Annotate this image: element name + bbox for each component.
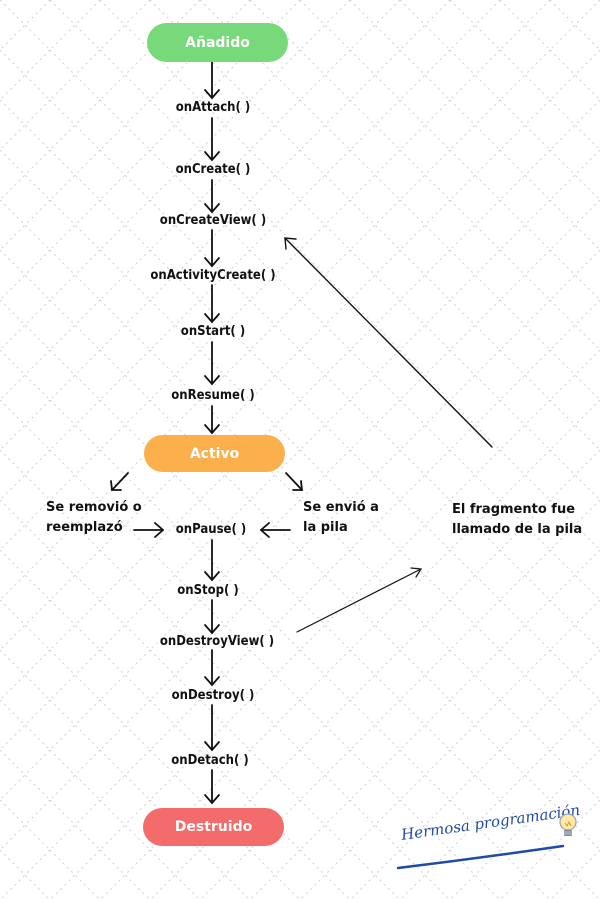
note-returned-line2: llamado de la pila <box>452 522 583 537</box>
lightbulb-icon <box>559 813 577 836</box>
state-destroyed: Destruido <box>143 808 284 846</box>
arrow-ondestroyview-to-ondestroy <box>204 649 220 687</box>
arrow-active-to-backstack <box>285 472 304 491</box>
note-removed-line1: Se removió o <box>46 500 142 515</box>
brand-underline <box>396 844 565 870</box>
state-added: Añadido <box>147 23 288 62</box>
note-returned: El fragmento fue llamado de la pila <box>452 500 582 540</box>
arrow-onactivitycreate-to-onstart <box>204 284 220 324</box>
arrow-onresume-to-active <box>204 405 220 435</box>
step-ondestroyview: onDestroyView( ) <box>159 634 275 649</box>
step-onresume: onResume( ) <box>171 388 255 403</box>
arrow-oncreateview-to-onactivitycreate <box>204 229 220 268</box>
arrow-ondetach-to-destroyed <box>204 769 220 805</box>
step-onstop: onStop( ) <box>177 583 239 598</box>
arrow-active-to-removed <box>110 472 129 491</box>
note-returned-line1: El fragmento fue <box>452 502 576 517</box>
note-backstack: Se envió a la pila <box>303 498 379 538</box>
arrow-backstack-to-onpause <box>259 522 291 538</box>
step-onattach: onAttach( ) <box>175 100 251 115</box>
arrow-returned-note-to-oncreateview <box>284 237 493 448</box>
arrow-removed-to-onpause <box>133 522 165 538</box>
note-removed-line2: reemplazó <box>46 520 123 535</box>
arrow-added-to-onattach <box>204 61 220 100</box>
arrow-ondestroyview-to-returned-note <box>296 567 423 633</box>
arrow-onstop-to-ondestroyview <box>204 599 220 635</box>
step-onpause: onPause( ) <box>175 522 247 537</box>
step-onstart: onStart( ) <box>180 324 246 339</box>
flow-arrows <box>110 61 493 805</box>
note-removed: Se removió o reemplazó <box>46 498 142 538</box>
arrow-onpause-to-onstop <box>204 539 220 582</box>
state-active: Activo <box>144 435 285 472</box>
step-ondestroy: onDestroy( ) <box>171 688 255 703</box>
arrow-onstart-to-onresume <box>204 341 220 386</box>
arrow-oncreate-to-oncreateview <box>204 179 220 214</box>
step-oncreate: onCreate( ) <box>175 162 251 177</box>
note-backstack-line2: la pila <box>303 520 348 535</box>
note-backstack-line1: Se envió a <box>303 500 379 515</box>
step-onactivitycreate: onActivityCreate( ) <box>150 268 276 283</box>
step-oncreateview: onCreateView( ) <box>159 213 267 228</box>
arrow-onattach-to-oncreate <box>204 117 220 162</box>
step-ondetach: onDetach( ) <box>171 753 249 768</box>
arrow-ondestroy-to-ondetach <box>204 704 220 752</box>
